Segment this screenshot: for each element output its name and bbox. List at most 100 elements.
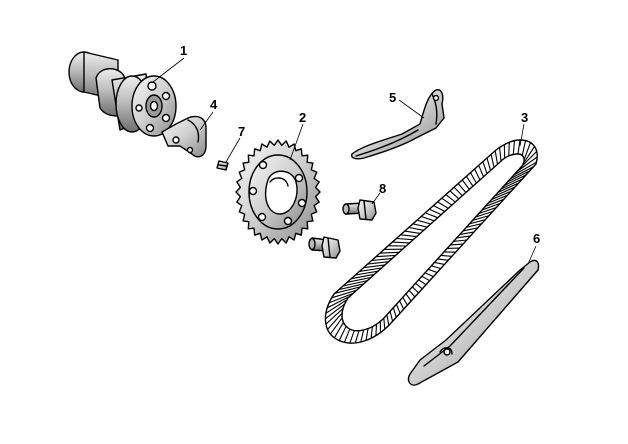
chain-link <box>441 197 453 206</box>
retainer-plate-icon <box>161 115 207 158</box>
chain-link <box>392 307 397 318</box>
chain-link <box>325 303 345 320</box>
chain-link <box>486 157 492 171</box>
chain-link <box>408 226 424 231</box>
chain-link <box>400 234 417 238</box>
chain-link <box>371 258 393 261</box>
chain-link <box>470 172 477 184</box>
chain-link <box>342 280 368 287</box>
chain-link <box>507 170 531 183</box>
chain-link <box>389 311 394 322</box>
chain-link <box>488 194 508 204</box>
chain-link <box>469 219 486 225</box>
cam-sprocket-icon <box>235 139 321 245</box>
chain-link <box>338 283 365 291</box>
chain-tensioner-slipper-icon <box>407 259 540 386</box>
chain-link <box>379 251 400 254</box>
chain-link <box>395 304 401 314</box>
chain-link <box>363 264 386 269</box>
chain-link <box>402 297 408 306</box>
chain-link <box>462 227 479 232</box>
chain-link <box>346 276 372 283</box>
chain-link <box>437 258 449 261</box>
svg-text:7: 7 <box>238 124 245 139</box>
chain-link <box>367 261 389 265</box>
chain-link <box>328 292 354 304</box>
chain-link <box>370 326 373 339</box>
callout-2: 2 <box>289 110 306 161</box>
timing-chain-icon <box>324 139 538 344</box>
chain-link <box>456 235 471 239</box>
chain-link <box>457 183 467 193</box>
chain-link <box>360 329 365 343</box>
chain-link <box>415 282 423 290</box>
chain-link <box>494 150 499 165</box>
chain-link <box>449 190 460 200</box>
chain-link <box>466 223 482 228</box>
callout-8: 8 <box>371 181 386 205</box>
chain-link <box>485 198 504 208</box>
chain-link <box>472 215 490 221</box>
chain-link <box>325 308 344 325</box>
chain-link <box>359 267 382 272</box>
chain-link <box>523 142 532 160</box>
chain-link <box>351 273 375 280</box>
chain-link <box>478 206 497 215</box>
camshaft-icon <box>68 51 177 137</box>
chain-link <box>334 286 361 294</box>
chain-guide-icon <box>350 89 445 160</box>
chain-link <box>375 324 378 336</box>
chain-link <box>490 154 495 168</box>
chain-link <box>521 140 527 156</box>
chain-link <box>333 322 344 339</box>
chain-link <box>325 299 348 314</box>
chain-link <box>465 175 474 187</box>
chain-link <box>513 161 537 176</box>
chain-link <box>475 210 493 218</box>
chain-link <box>418 279 427 286</box>
chain-link <box>522 146 535 165</box>
svg-text:1: 1 <box>180 43 187 58</box>
chain-link <box>437 201 449 209</box>
chain-link <box>508 142 510 156</box>
bolt-icon <box>308 199 377 259</box>
chain-link <box>431 265 441 270</box>
chain-link <box>499 147 502 162</box>
callout-3: 3 <box>519 110 528 147</box>
chain-link <box>329 317 343 335</box>
svg-text:6: 6 <box>533 231 540 246</box>
chain-link <box>494 186 516 197</box>
chain-link <box>416 219 431 225</box>
chain-link <box>433 205 446 212</box>
chain-link <box>331 289 358 299</box>
chain-link <box>491 190 512 201</box>
chain-link <box>375 254 396 258</box>
chain-link <box>429 208 442 216</box>
chain-link <box>450 243 464 246</box>
chain-link <box>365 328 369 341</box>
chain-link <box>421 215 435 222</box>
chain-link <box>425 212 438 219</box>
chain-link <box>478 165 485 178</box>
chain-link <box>386 314 390 326</box>
chain-link <box>326 295 351 309</box>
chain-link <box>411 286 419 294</box>
chain-link <box>404 230 421 234</box>
chain-link <box>338 326 347 341</box>
chain-link <box>453 186 463 197</box>
chain-link <box>327 312 343 330</box>
chain-link <box>474 168 481 181</box>
chain-link <box>405 293 412 302</box>
chain-link <box>461 179 470 190</box>
callout-1: 1 <box>152 43 187 83</box>
chain-link <box>434 261 445 265</box>
chain-link <box>516 156 538 172</box>
chain-link <box>517 139 521 155</box>
chain-link <box>399 300 405 310</box>
svg-text:4: 4 <box>210 97 218 112</box>
svg-text:8: 8 <box>379 181 386 196</box>
callout-4: 4 <box>199 97 218 131</box>
svg-text:3: 3 <box>521 110 528 125</box>
chain-link <box>459 231 475 235</box>
